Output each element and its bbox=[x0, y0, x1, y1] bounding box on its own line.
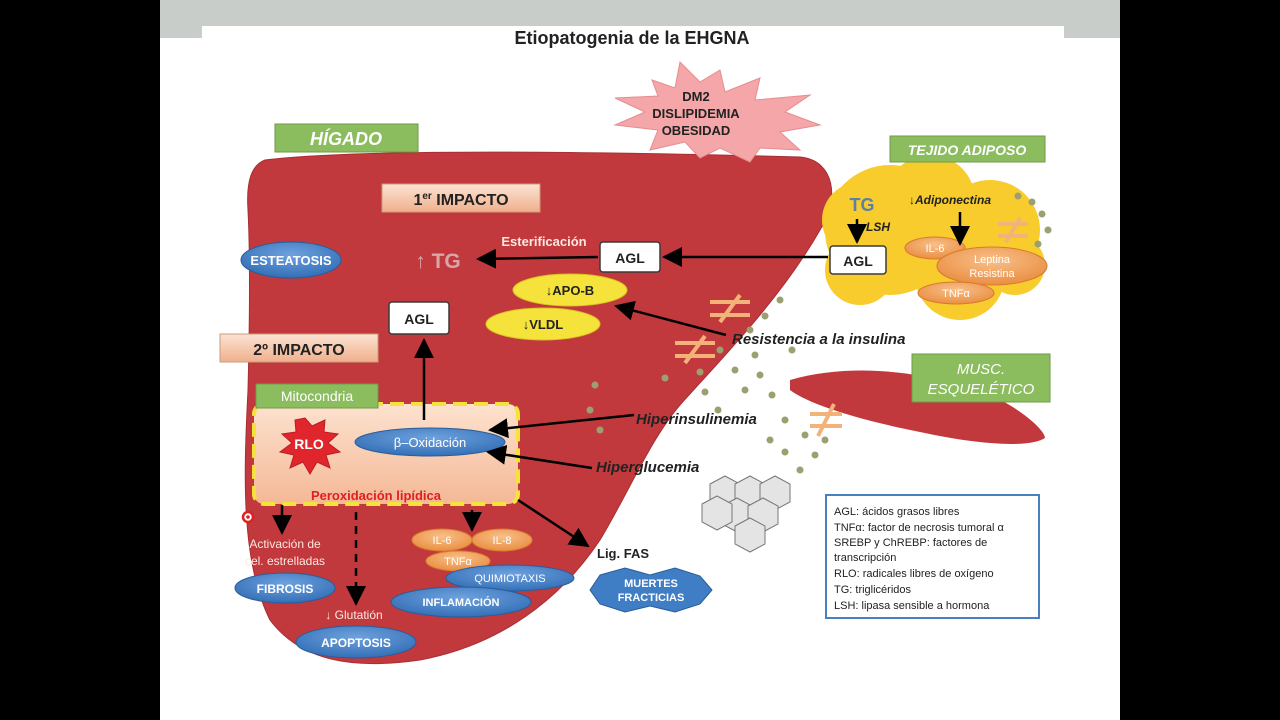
agl-label-mito: AGL bbox=[404, 311, 434, 327]
tg-label-adipose: TG bbox=[850, 195, 875, 215]
starburst-line2: DISLIPIDEMIA bbox=[652, 106, 740, 121]
vldl-label: ↓VLDL bbox=[523, 317, 564, 332]
second-impact-label: 2º IMPACTO bbox=[253, 342, 344, 359]
apob-label: ↓APO-B bbox=[546, 283, 594, 298]
hiperglucemia-label: Hiperglucemia bbox=[596, 459, 699, 476]
fibrosis-label: FIBROSIS bbox=[257, 582, 314, 596]
il6-label-adipose: IL-6 bbox=[926, 243, 945, 255]
glucose-hexagons bbox=[701, 475, 791, 553]
starburst-shape bbox=[613, 60, 822, 163]
receptor-marks bbox=[675, 216, 1028, 437]
legend-line: transcripción bbox=[834, 552, 896, 564]
starburst-line1: DM2 bbox=[682, 89, 709, 104]
diagram-canvas: Etiopatogenia de la EHGNA bbox=[219, 28, 1052, 665]
legend-box bbox=[825, 494, 1040, 619]
legend-line: SREBP y ChREBP: factores de bbox=[834, 537, 987, 549]
leptina-line1: Leptina bbox=[974, 254, 1011, 266]
activacion-line1: Activación de bbox=[249, 537, 321, 551]
beta-oxidacion-oval bbox=[354, 427, 506, 457]
hiperinsulinemia-label: Hiperinsulinemia bbox=[636, 411, 757, 428]
esteatosis-label: ESTEATOSIS bbox=[250, 253, 331, 268]
slide: Etiopatogenia de la EHGNA bbox=[160, 0, 1120, 720]
il6-label-liver: IL-6 bbox=[433, 535, 452, 547]
lsh-label: LSH bbox=[866, 220, 890, 234]
rlo-star bbox=[278, 417, 342, 475]
higado-label: HÍGADO bbox=[310, 128, 382, 149]
apob-oval bbox=[512, 273, 628, 307]
first-impact-box bbox=[381, 183, 541, 213]
second-impact-box bbox=[219, 333, 379, 363]
musc-label-line1: MUSC. bbox=[957, 361, 1005, 378]
agl-box-liver bbox=[599, 241, 661, 273]
peroxidacion-label: Peroxidación lipídica bbox=[311, 488, 442, 503]
musc-label-line2: ESQUELÉTICO bbox=[928, 381, 1035, 398]
quimiotaxis-label: QUIMIOTAXIS bbox=[474, 573, 545, 585]
mitocondria-label-box bbox=[255, 383, 379, 409]
tejido-adiposo-label: TEJIDO ADIPOSO bbox=[908, 142, 1027, 158]
legend-line: AGL: ácidos grasos libres bbox=[834, 506, 960, 518]
legend-line: TG: triglicéridos bbox=[834, 584, 912, 596]
leptina-oval bbox=[936, 246, 1048, 286]
starburst-line3: OBESIDAD bbox=[662, 123, 731, 138]
mitocondria-label: Mitocondria bbox=[281, 388, 354, 404]
apoptosis-label: APOPTOSIS bbox=[321, 636, 391, 650]
legend-line: LSH: lipasa sensible a hormona bbox=[834, 600, 990, 612]
inflamacion-label: INFLAMACIÓN bbox=[423, 596, 500, 609]
resistencia-label: Resistencia a la insulina bbox=[732, 331, 905, 348]
legend-text: AGL: ácidos grasos libres TNFα: factor d… bbox=[834, 506, 1004, 612]
beta-oxidacion-label: β–Oxidación bbox=[394, 435, 467, 450]
tg-up-label: ↑ TG bbox=[415, 250, 461, 273]
ligfas-label: Lig. FAS bbox=[597, 546, 649, 561]
tnfa-label-adipose: TNFα bbox=[942, 288, 970, 300]
muertes-line2: FRACTICIAS bbox=[618, 592, 685, 604]
apoptosis-oval bbox=[295, 625, 417, 659]
il8-label: IL-8 bbox=[493, 535, 512, 547]
muertes-star bbox=[589, 567, 713, 613]
first-impact-label: 1er IMPACTO bbox=[413, 191, 508, 209]
musc-label-box bbox=[911, 353, 1051, 403]
arrows bbox=[272, 212, 970, 606]
agl-box-adipose bbox=[829, 245, 887, 275]
inflamacion-oval bbox=[390, 586, 532, 618]
il8-oval bbox=[471, 528, 533, 552]
legend-line: RLO: radicales libres de oxígeno bbox=[834, 568, 994, 580]
leptina-line2: Resistina bbox=[969, 268, 1015, 280]
tnfa-oval-adipose bbox=[917, 281, 995, 305]
tnfa-label-liver: TNFα bbox=[444, 556, 472, 568]
liver-shape bbox=[244, 151, 833, 665]
muscle-shape bbox=[790, 370, 1045, 444]
fibrosis-oval bbox=[234, 572, 336, 604]
muertes-line1: MUERTES bbox=[624, 578, 678, 590]
pointer-marker-dot bbox=[246, 515, 250, 519]
vldl-oval bbox=[485, 307, 601, 341]
agl-label-adipose: AGL bbox=[843, 253, 873, 269]
adiponectina-label: ↓Adiponectina bbox=[909, 193, 991, 207]
esteatosis-oval bbox=[240, 241, 342, 279]
tejido-adiposo-box bbox=[889, 135, 1046, 163]
agl-label-liver: AGL bbox=[615, 250, 645, 266]
higado-label-box bbox=[274, 123, 419, 153]
rlo-label: RLO bbox=[294, 436, 324, 452]
legend-line: TNFα: factor de necrosis tumoral α bbox=[834, 522, 1004, 534]
esterificacion-label: Esterificación bbox=[501, 234, 586, 249]
page-title: Etiopatogenia de la EHGNA bbox=[514, 28, 749, 48]
activacion-line2: cel. estrelladas bbox=[245, 554, 325, 568]
agl-box-mito bbox=[388, 301, 450, 335]
glutation-label: ↓ Glutatión bbox=[325, 608, 382, 622]
top-strip bbox=[202, 26, 1064, 38]
